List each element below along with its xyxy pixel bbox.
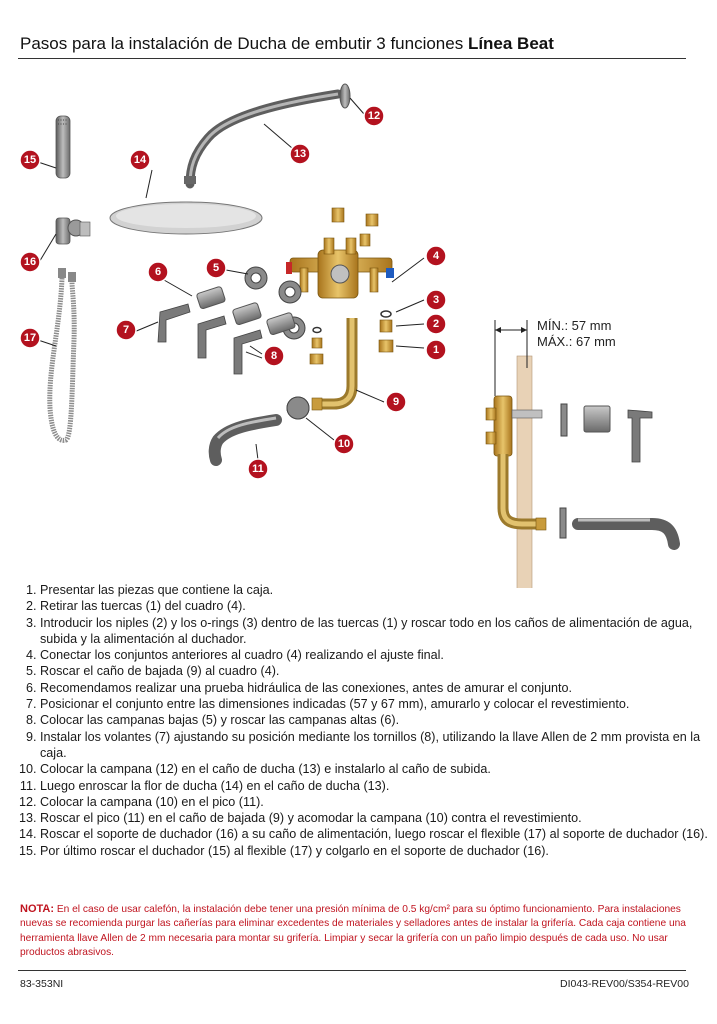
callout-7: 7	[115, 319, 137, 341]
svg-text:13: 13	[294, 148, 306, 160]
svg-text:14: 14	[134, 154, 147, 166]
spout-escutcheon	[286, 396, 310, 420]
svg-text:5: 5	[213, 262, 219, 274]
step: Colocar la campana (12) en el caño de du…	[40, 761, 716, 777]
callout-13: 13	[289, 143, 311, 165]
svg-text:9: 9	[393, 396, 399, 408]
callout-2: 2	[425, 313, 447, 335]
note: NOTA: En el caso de usar calefón, la ins…	[20, 902, 696, 960]
step: Roscar el caño de bajada (9) al cuadro (…	[40, 663, 716, 679]
footer-rule	[18, 970, 686, 971]
callout-17: 17	[19, 327, 41, 349]
dimension-min: MÍN.: 57 mm	[537, 318, 611, 333]
svg-text:12: 12	[368, 110, 380, 122]
step: Luego enroscar la flor de ducha (14) en …	[40, 778, 716, 794]
svg-text:16: 16	[24, 256, 36, 268]
callout-15: 15	[19, 149, 41, 171]
step: Retirar las tuercas (1) del cuadro (4).	[40, 598, 716, 614]
shower-head	[109, 201, 263, 235]
footer-code-right: DI043-REV00/S354-REV00	[560, 978, 689, 990]
spout	[208, 414, 282, 466]
step: Colocar la campana (10) en el pico (11).	[40, 794, 716, 810]
svg-text:4: 4	[433, 250, 440, 262]
product-line: Línea Beat	[467, 34, 554, 53]
step: Posicionar el conjunto entre las dimensi…	[40, 696, 716, 712]
handles	[157, 303, 263, 375]
valve-body	[286, 207, 394, 299]
svg-text:11: 11	[252, 463, 264, 475]
shower-escutcheon	[339, 83, 351, 109]
svg-text:17: 17	[24, 332, 36, 344]
svg-text:10: 10	[338, 438, 350, 450]
note-text: En el caso de usar calefón, la instalaci…	[20, 904, 686, 958]
shower-arm	[184, 89, 343, 189]
callout-10: 10	[333, 433, 355, 455]
callout-16: 16	[19, 251, 41, 273]
low-escutcheons	[244, 266, 310, 420]
callout-14: 14	[129, 149, 151, 171]
svg-text:15: 15	[24, 154, 36, 166]
callout-11: 11	[247, 458, 269, 480]
callout-1: 1	[425, 339, 447, 361]
svg-text:3: 3	[433, 294, 439, 306]
page-title: Pasos para la instalación de Ducha de em…	[20, 34, 554, 53]
callout-6: 6	[147, 261, 169, 283]
svg-text:2: 2	[433, 318, 439, 330]
callout-3: 3	[425, 289, 447, 311]
exploded-diagram: MÍN.: 57 mm MÁX.: 67 mm	[19, 83, 680, 588]
svg-text:1: 1	[433, 344, 439, 356]
step: Roscar el pico (11) en el caño de bajada…	[40, 810, 716, 826]
high-escutcheons	[196, 286, 296, 336]
step: Conectar los conjuntos anteriores al cua…	[40, 647, 716, 663]
callout-leaders	[37, 97, 425, 461]
step: Recomendamos realizar una prueba hidrául…	[40, 680, 716, 696]
svg-text:6: 6	[155, 266, 161, 278]
installation-side-view: MÍN.: 57 mm MÁX.: 67 mm	[485, 318, 680, 588]
step: Introducir los niples (2) y los o-rings …	[40, 615, 716, 648]
footer-code-left: 83-353NI	[20, 978, 64, 990]
svg-text:8: 8	[271, 350, 277, 362]
installation-steps: Presentar las piezas que contiene la caj…	[20, 582, 716, 859]
note-label: NOTA:	[20, 903, 55, 915]
step: Presentar las piezas que contiene la caj…	[40, 582, 716, 598]
hand-shower-holder	[55, 217, 91, 245]
header-rule	[18, 58, 686, 59]
step: Por último roscar el duchador (15) al fl…	[40, 843, 716, 859]
callout-9: 9	[385, 391, 407, 413]
callout-8: 8	[263, 345, 285, 367]
hand-shower	[55, 115, 71, 179]
dimension-max: MÁX.: 67 mm	[537, 334, 616, 349]
svg-text:7: 7	[123, 324, 129, 336]
flexible-hose	[47, 268, 77, 443]
fittings	[309, 310, 394, 365]
drop-pipe	[311, 318, 358, 411]
callout-4: 4	[425, 245, 447, 267]
step: Colocar las campanas bajas (5) y roscar …	[40, 712, 716, 728]
step: Roscar el soporte de duchador (16) a su …	[40, 826, 716, 842]
callout-12: 12	[363, 105, 385, 127]
step: Instalar los volantes (7) ajustando su p…	[40, 729, 716, 762]
callout-5: 5	[205, 257, 227, 279]
